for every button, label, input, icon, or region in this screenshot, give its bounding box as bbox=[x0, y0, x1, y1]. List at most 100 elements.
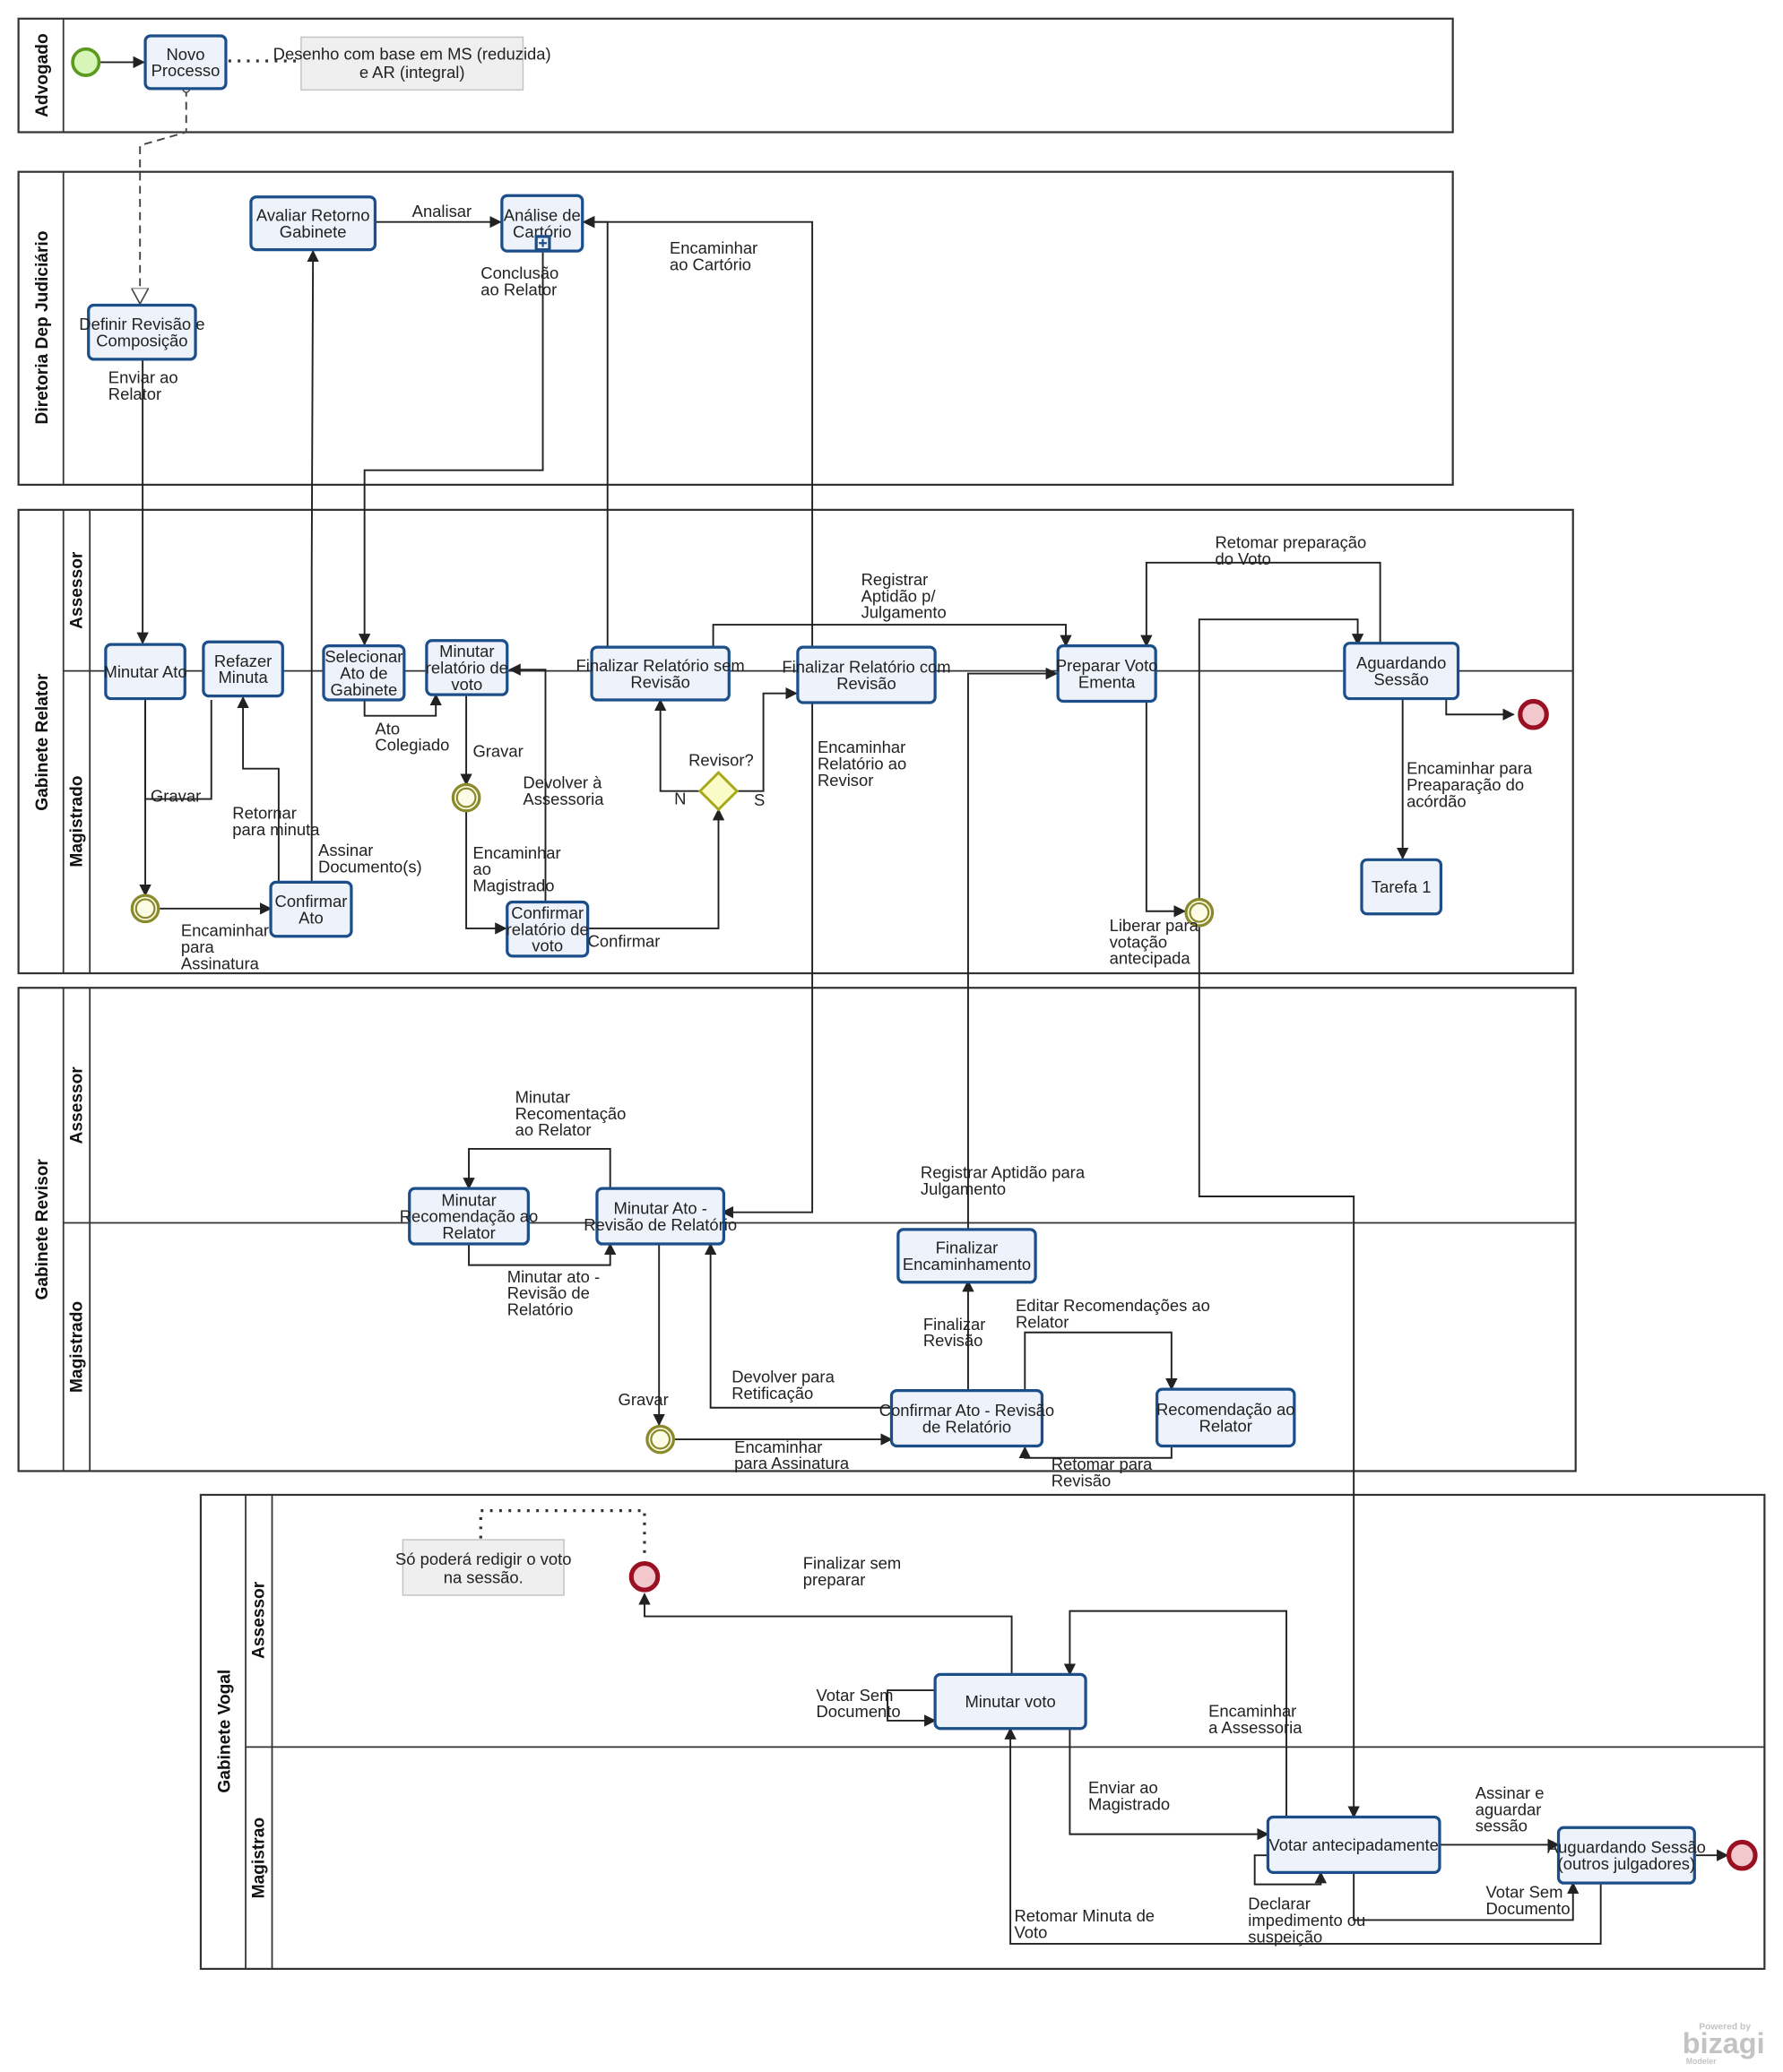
task-label: Tarefa 1 bbox=[1372, 877, 1432, 896]
logo-product: Modeler bbox=[1686, 2057, 1717, 2066]
flow-label-line: Minutar bbox=[515, 1087, 570, 1106]
task-box bbox=[506, 900, 590, 958]
task-label: Minutar voto bbox=[965, 1692, 1055, 1711]
task-label: (outros julgadores) bbox=[1558, 1854, 1695, 1873]
task-label: Finalizar Relatório com bbox=[782, 657, 950, 676]
task-label: Ementa bbox=[1078, 672, 1136, 691]
task-label: Revisão de Relatório bbox=[584, 1215, 737, 1234]
flow-label-line: Aptidão p/ bbox=[861, 586, 937, 605]
flow-label-line: Liberar para bbox=[1110, 916, 1199, 935]
task-minutar-ato-revisao[interactable]: Minutar Ato -Revisão de Relatório bbox=[584, 1187, 737, 1246]
task-box bbox=[595, 1187, 726, 1246]
subprocess-plus-icon bbox=[534, 235, 551, 252]
flow-label-line: para minuta bbox=[232, 820, 320, 839]
annotation-redigir-voto: Só poderá redigir o voto na sessão. bbox=[395, 1539, 571, 1596]
task-label: Recomendação ao bbox=[1156, 1400, 1295, 1419]
flow-label-line: Devolver à bbox=[523, 773, 602, 792]
task-label: Composição bbox=[96, 332, 187, 350]
task-label: Recomendação ao bbox=[400, 1207, 539, 1226]
flow-label-line: Voto bbox=[1015, 1922, 1048, 1941]
flow-label-line: Relator bbox=[108, 384, 161, 403]
flow-label-line: Retificação bbox=[731, 1384, 813, 1403]
annotation-ms-ar: Desenho com base em MS (reduzida) e AR (… bbox=[273, 36, 551, 91]
task-box bbox=[104, 643, 186, 701]
flow-label-line: ao Relator bbox=[480, 280, 557, 298]
task-label: Votar antecipadamente bbox=[1269, 1835, 1439, 1854]
task-label: voto bbox=[532, 937, 563, 955]
flow-label-line: Registrar Aptidão para bbox=[921, 1162, 1086, 1181]
task-box bbox=[896, 1228, 1037, 1284]
task-label: Avaliar Retorno bbox=[256, 206, 370, 225]
flow-label-line: aguardar bbox=[1476, 1800, 1542, 1818]
task-aguardando-sessao-outros[interactable]: Auguardando Sessão(outros julgadores) bbox=[1547, 1826, 1706, 1885]
flow-label-line: para bbox=[181, 937, 215, 956]
task-tarefa1[interactable]: Tarefa 1 bbox=[1360, 858, 1443, 916]
flow-label-line: ao Relator bbox=[515, 1120, 592, 1139]
flow-label-line: Magistrado bbox=[1088, 1794, 1170, 1813]
task-label: Revisão bbox=[836, 674, 896, 693]
task-label: voto bbox=[451, 675, 482, 694]
flow-label-line: Encaminhar bbox=[818, 738, 905, 756]
flow-label-line: Revisão bbox=[1052, 1471, 1112, 1489]
task-label: Minutar bbox=[439, 642, 494, 660]
flow-label-line: Gravar bbox=[151, 786, 201, 805]
lane-title: Assessor bbox=[250, 1581, 269, 1659]
flow-label-line: Julgamento bbox=[921, 1179, 1006, 1198]
flow-label-line: do Voto bbox=[1215, 549, 1270, 568]
task-minutar-ato[interactable]: Minutar Ato bbox=[104, 643, 187, 701]
flow-label-line: Julgamento bbox=[861, 603, 947, 622]
flow-label-line: Colegiado bbox=[375, 736, 449, 755]
task-box bbox=[933, 1672, 1087, 1731]
task-label: Refazer bbox=[214, 652, 272, 670]
task-label: Ato bbox=[299, 908, 324, 927]
flow-label-line: Ato bbox=[375, 719, 400, 738]
pool-title: Gabinete Vogal bbox=[215, 1670, 234, 1793]
start-event bbox=[71, 47, 101, 77]
note-line: Só poderá redigir o voto bbox=[395, 1550, 571, 1568]
flow-label-line: Finalizar bbox=[923, 1315, 986, 1334]
flow-label-line: Encaminhar bbox=[472, 843, 560, 862]
note-line: e AR (integral) bbox=[359, 63, 465, 82]
flow-label-line: Relator bbox=[1016, 1313, 1069, 1332]
flow-label-line: Minutar ato - bbox=[507, 1267, 600, 1286]
flow-label-line: Declarar bbox=[1248, 1895, 1311, 1913]
task-label: Minutar bbox=[441, 1190, 496, 1209]
task-votar-antecipadamente[interactable]: Votar antecipadamente bbox=[1266, 1815, 1441, 1874]
task-box bbox=[322, 644, 406, 702]
flow-label-line: Finalizar sem bbox=[803, 1553, 901, 1572]
task-minutar-voto[interactable]: Minutar voto bbox=[933, 1672, 1087, 1731]
task-box bbox=[143, 34, 228, 91]
task-box bbox=[87, 303, 197, 361]
flow-label-line: suspeição bbox=[1248, 1927, 1322, 1946]
task-label: Auguardando Sessão bbox=[1547, 1838, 1706, 1857]
pool-title: Diretoria Dep Judiciário bbox=[33, 231, 52, 425]
